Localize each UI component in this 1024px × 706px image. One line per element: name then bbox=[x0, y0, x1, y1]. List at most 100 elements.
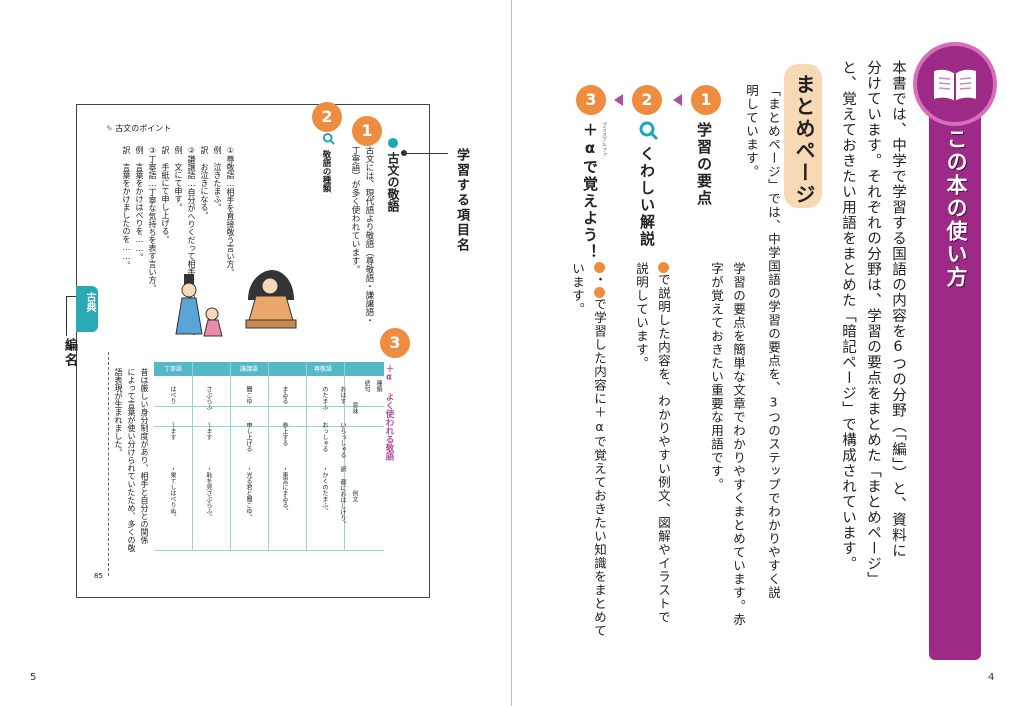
table-col-line bbox=[192, 362, 193, 550]
sample-note: 昔は厳しい身分制度があり、相手と自分との関係 によって言葉が使い分けられていたた… bbox=[112, 368, 151, 558]
step-2-label: くわしい解説 bbox=[638, 146, 656, 248]
table-group-label: 謙譲語 bbox=[240, 366, 259, 373]
table-cell: ・恥を見さぶらふ。 bbox=[205, 466, 212, 520]
table-col-line bbox=[344, 362, 345, 550]
step-body-text: で学習した内容に＋αで覚えておきたい知識をまとめて bbox=[592, 297, 607, 638]
plus-alpha-title: ＋α よく使われる敬語 bbox=[384, 364, 394, 461]
table-cell: のたまふ bbox=[321, 386, 328, 410]
noble-figure-illustration bbox=[175, 274, 223, 337]
intro-line: 分けています。それぞれの分野は、学習の要点をまとめた「まとめページ」 bbox=[865, 60, 881, 587]
table-cell: いらっしゃる bbox=[339, 422, 346, 458]
table-header-cell: 種類 bbox=[375, 380, 382, 392]
pencil-icon: ✎ bbox=[106, 124, 113, 133]
step-body-text: で説明した内容を、わかりやすい例文、図解やイラストで bbox=[656, 273, 671, 624]
step-3-label: ＋αで覚えよう！ bbox=[581, 122, 599, 261]
table-group-label: 丁寧語 bbox=[164, 366, 183, 373]
step-2-body: で説明した内容を、わかりやすい例文、図解やイラストで 説明しています。 bbox=[630, 262, 674, 624]
volume-side-tab bbox=[76, 286, 98, 332]
note-line: 語表現が生まれました。 bbox=[114, 368, 123, 456]
keigo-table bbox=[154, 362, 384, 551]
table-cell: ～ます bbox=[205, 422, 212, 440]
ref-badge-icon bbox=[593, 262, 605, 273]
table-cell: ・かくのたまふ。 bbox=[321, 466, 328, 514]
table-cell: ・光る君と聞こゆ。 bbox=[245, 466, 252, 520]
table-cell: 参上する bbox=[281, 422, 288, 446]
sample-divider bbox=[108, 352, 110, 576]
point-line: 例 言葉をかけはべりを……。 bbox=[135, 146, 144, 261]
point-line: 例 泣きたまふ。 bbox=[213, 146, 222, 211]
point-line: 訳 言葉をかけましたのを……。 bbox=[122, 146, 131, 269]
teal-dot-icon bbox=[388, 138, 398, 148]
step-1-badge: 1 bbox=[691, 85, 721, 115]
note-line: 昔は厳しい身分制度があり、相手と自分との関係 bbox=[140, 368, 149, 544]
sample-header-text: 古文のポイント bbox=[115, 124, 172, 133]
intro-line: と、覚えておきたい用語をまとめた「暗記ページ」で構成されています。 bbox=[840, 60, 856, 572]
usage-banner bbox=[929, 48, 981, 660]
sample-lead: 古文には、現代語より敬語（尊敬語・謙譲語・ 丁寧語）が多く使われています。 bbox=[348, 146, 376, 325]
section-body-line: 「まとめページ」では、中学国語の学習の要点を、3つのステップでわかりやすく説 bbox=[766, 84, 781, 600]
sample-title: 古文の敬語 bbox=[386, 152, 400, 212]
section-body-line: 明しています。 bbox=[744, 84, 759, 179]
step-arrow bbox=[673, 94, 682, 106]
table-cell: 聞こゆ bbox=[245, 386, 252, 404]
step-body-line: 学習の要点を簡単な文章でわかりやすくまとめています。赤 bbox=[731, 262, 746, 627]
callout-line bbox=[66, 296, 78, 297]
sample-page-number: 85 bbox=[94, 572, 103, 580]
point-line: ①尊敬語…相手を直接敬う言い方。 bbox=[226, 146, 235, 276]
magnifier-icon bbox=[322, 132, 335, 145]
ref-badge-icon bbox=[593, 286, 605, 298]
page-number-left: 5 bbox=[30, 672, 37, 683]
point-line: 訳 お泣きになる。 bbox=[200, 146, 209, 219]
sample-subhead: 敬語の種類 bbox=[321, 150, 331, 193]
table-header-row bbox=[154, 362, 384, 376]
page-number-right: 4 bbox=[988, 672, 995, 683]
step-body-line: います。 bbox=[570, 262, 585, 316]
callout-line bbox=[404, 153, 448, 154]
intro-line: 本書では、中学で学習する国語の内容を6つの分野（「編」）と、資料に bbox=[890, 60, 906, 559]
volume-name-callout: 編名 bbox=[62, 338, 77, 368]
table-cell: おっしゃる bbox=[321, 422, 328, 452]
table-cell: 申し上げる bbox=[245, 422, 252, 452]
banner-title: この本の使い方 bbox=[944, 128, 968, 289]
callout-dot bbox=[401, 150, 407, 156]
step-body-line: 字が覚えておきたい重要な用語です。 bbox=[709, 262, 724, 492]
step-1-body: 学習の要点を簡単な文章でわかりやすくまとめています。赤 字が覚えておきたい重要な… bbox=[705, 262, 749, 627]
item-name-callout: 学習する項目名 bbox=[454, 148, 469, 253]
sample-header: ✎ 古文のポイント bbox=[106, 123, 171, 134]
table-row-line bbox=[154, 550, 384, 551]
magnifier-icon bbox=[639, 121, 659, 141]
sample-badge-1: 1 bbox=[352, 116, 382, 146]
table-row-line bbox=[154, 426, 384, 427]
step-1-label: 学習の要点 bbox=[695, 122, 713, 207]
sample-lead-line: 丁寧語）が多く使われています。 bbox=[350, 146, 360, 274]
table-header-cell: 意味 bbox=[351, 402, 358, 414]
table-cell: さぶらふ bbox=[205, 386, 212, 410]
court-lady-illustration bbox=[245, 270, 297, 329]
side-tab-label: 古典 bbox=[84, 292, 95, 312]
callout-line bbox=[66, 296, 67, 336]
sample-lead-line: 古文には、現代語より敬語（尊敬語・謙譲語・ bbox=[364, 146, 374, 325]
step-3-body: ・で学習した内容に＋αで覚えておきたい知識をまとめて います。 bbox=[566, 262, 610, 638]
book-badge bbox=[913, 42, 997, 126]
section-tag-bg bbox=[784, 64, 822, 208]
point-line: ②謙譲語…自分がへりくだって相手を高める言い方。 bbox=[187, 146, 196, 340]
point-line: ③丁寧語…丁寧な気持ちを表す言い方。 bbox=[148, 146, 157, 292]
section-tag: まとめページ bbox=[792, 74, 816, 206]
step-arrow bbox=[614, 94, 623, 106]
step-body-text: ・ bbox=[592, 273, 607, 287]
page-gutter bbox=[511, 0, 512, 706]
intro-text: 本書では、中学で学習する国語の内容を6つの分野（「編」）と、資料に 分けています… bbox=[835, 60, 910, 620]
step-3-badge: 3 bbox=[576, 85, 606, 115]
section-body: 「まとめページ」では、中学国語の学習の要点を、3つのステップでわかりやすく説 明… bbox=[740, 84, 784, 644]
step-body-line: ・で学習した内容に＋αで覚えておきたい知識をまとめて bbox=[588, 262, 610, 638]
table-group-label: 尊敬語 bbox=[314, 366, 333, 373]
table-cell: ～ます bbox=[169, 422, 176, 440]
sample-badge-3: 3 bbox=[380, 328, 410, 358]
table-header-cell: 例文 bbox=[351, 490, 358, 502]
open-book-icon bbox=[934, 69, 976, 101]
table-cell: ・東宮にまゐる。 bbox=[281, 466, 288, 514]
table-cell: 訳 都におはしけり。 bbox=[339, 466, 346, 527]
table-cell: おはす bbox=[339, 386, 346, 404]
step-body-line: 説明しています。 bbox=[634, 262, 649, 370]
